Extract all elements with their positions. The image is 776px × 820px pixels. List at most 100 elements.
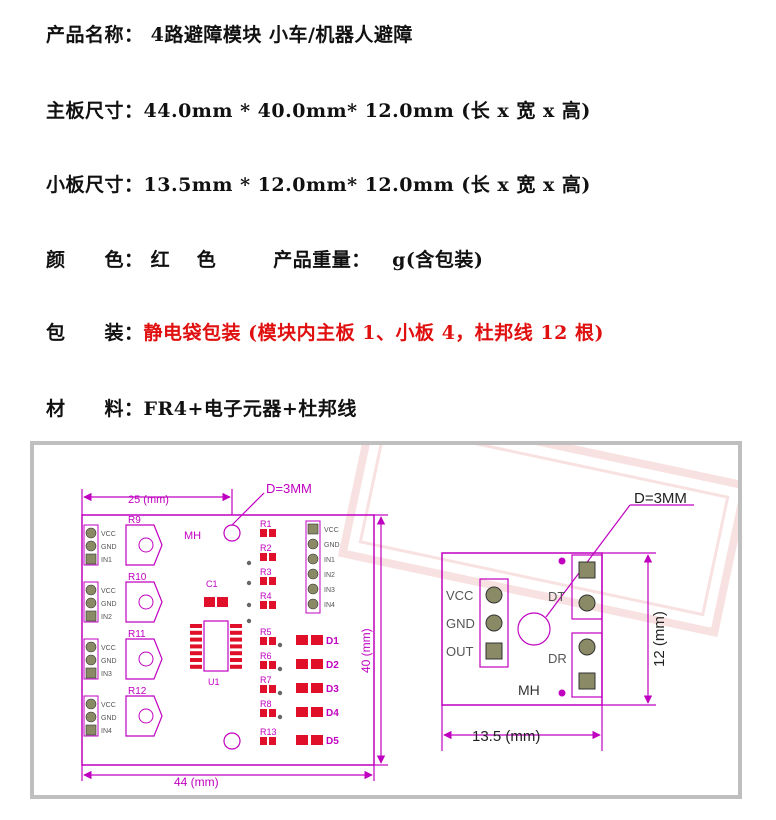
ic-pin	[230, 637, 242, 642]
header-pad	[85, 698, 97, 710]
via-dot	[246, 560, 252, 566]
spec-color-weight: 颜 色： 红 色 产品重量： g(含包装)	[46, 245, 483, 272]
small-pin-label: GND	[446, 616, 475, 631]
header-pin-label: VCC	[101, 702, 116, 709]
small-pin-label: OUT	[446, 644, 474, 659]
header-pad	[307, 523, 319, 535]
resistor-label: R6	[260, 651, 272, 661]
spec-package: 包 装：静电袋包装 (模块内主板 1、小板 4，杜邦线 12 根)	[46, 318, 604, 345]
ic-pin	[230, 630, 242, 635]
spec-value: FR4+电子元器+杜邦线	[143, 398, 357, 420]
header-pin-label: IN4	[324, 602, 335, 609]
small-hole-label: D=3MM	[634, 490, 687, 507]
ic-pin	[190, 644, 202, 649]
mounting-hole	[223, 524, 241, 542]
potentiometer	[125, 695, 163, 737]
header-pad	[85, 553, 97, 565]
header-pin-label: IN2	[324, 572, 335, 579]
c1-label: C1	[206, 579, 218, 589]
spec-value: 4路避障模块 小车/机器人避障	[150, 24, 413, 46]
ic-u1	[190, 620, 242, 672]
pot-knob	[138, 594, 154, 610]
spec-value: 13.5mm * 12.0mm* 12.0mm (长 x 宽 x 高)	[143, 174, 591, 196]
header-pin-label: GND	[101, 715, 117, 722]
small-dr-label: DR	[548, 651, 567, 666]
right-header-outline	[305, 520, 321, 614]
small-mh-label: MH	[518, 682, 540, 698]
header-pin-label: IN2	[101, 614, 112, 621]
potentiometer	[125, 524, 163, 566]
header-pad	[85, 540, 97, 552]
left-header-outline	[83, 638, 99, 680]
main-board-outline	[81, 514, 375, 766]
main-bottom-dimension: 44 (mm)	[174, 775, 219, 789]
spec-label: 颜 色：	[46, 249, 144, 271]
via-dot	[277, 714, 283, 720]
header-pin-label: GND	[324, 542, 340, 549]
spec-label: 包 装：	[46, 322, 144, 344]
main-height-dimension: 40 (mm)	[359, 628, 373, 673]
ic-pin	[230, 644, 242, 649]
ic-pin	[190, 637, 202, 642]
via-dot	[277, 642, 283, 648]
spec-value: 红 色	[150, 249, 217, 271]
u1-label: U1	[208, 677, 220, 687]
pot-knob	[138, 708, 154, 724]
via-dot	[277, 690, 283, 696]
spec-main-board-size: 主板尺寸：44.0mm * 40.0mm* 12.0mm (长 x 宽 x 高)	[46, 96, 591, 123]
spec-value: 静电袋包装 (模块内主板 1、小板 4，杜邦线 12 根)	[143, 322, 604, 344]
led-pad	[311, 735, 323, 745]
spec-value: g(含包装)	[392, 249, 484, 271]
small-pin-label: VCC	[446, 588, 473, 603]
main-mh-label: MH	[184, 530, 201, 542]
header-pad	[85, 527, 97, 539]
led-pad	[296, 635, 308, 645]
header-pin-label: VCC	[101, 531, 116, 538]
spec-small-board-size: 小板尺寸：13.5mm * 12.0mm* 12.0mm (长 x 宽 x 高)	[46, 170, 591, 197]
via-dot	[246, 618, 252, 624]
resistor-label: R8	[260, 699, 272, 709]
ic-pin	[190, 630, 202, 635]
header-pin-label: GND	[101, 544, 117, 551]
via-dot	[246, 580, 252, 586]
main-board	[81, 489, 388, 781]
via-dot	[246, 602, 252, 608]
resistor-label: R2	[260, 543, 272, 553]
led-pad	[296, 659, 308, 669]
header-pad	[85, 610, 97, 622]
spec-label: 主板尺寸：	[46, 100, 144, 122]
resistor-label: R13	[260, 727, 277, 737]
ic-pin	[230, 624, 242, 628]
led-pad	[296, 707, 308, 717]
left-header-outline	[83, 581, 99, 623]
header-pad	[307, 538, 319, 550]
led-pad	[311, 707, 323, 717]
spec-material: 材 料：FR4+电子元器+杜邦线	[46, 394, 357, 421]
resistor-label: R4	[260, 591, 272, 601]
small-board	[441, 504, 694, 751]
spec-product-name: 产品名称： 4路避障模块 小车/机器人避障	[46, 20, 413, 47]
small-height-dimension: 12 (mm)	[651, 611, 668, 667]
header-pad	[85, 584, 97, 596]
header-pad	[85, 724, 97, 736]
via-dot	[277, 666, 283, 672]
small-dt-label: DT	[548, 589, 565, 604]
led-label: D4	[326, 708, 339, 719]
left-sensor-groups: VCCGNDIN1R9VCCGNDIN2R10VCCGNDIN3R11VCCGN…	[83, 515, 163, 737]
pot-label: R9	[128, 515, 141, 526]
ic-pin	[190, 651, 202, 656]
led-pad	[311, 683, 323, 693]
header-pin-label: VCC	[101, 588, 116, 595]
header-pad	[307, 583, 319, 595]
resistor-label: R1	[260, 519, 272, 529]
ic-pin	[230, 658, 242, 662]
pot-label: R12	[128, 686, 147, 697]
pot-knob	[138, 537, 154, 553]
spec-label: 产品名称：	[46, 24, 144, 46]
left-header-outline	[83, 524, 99, 566]
small-board-pads	[485, 557, 596, 697]
